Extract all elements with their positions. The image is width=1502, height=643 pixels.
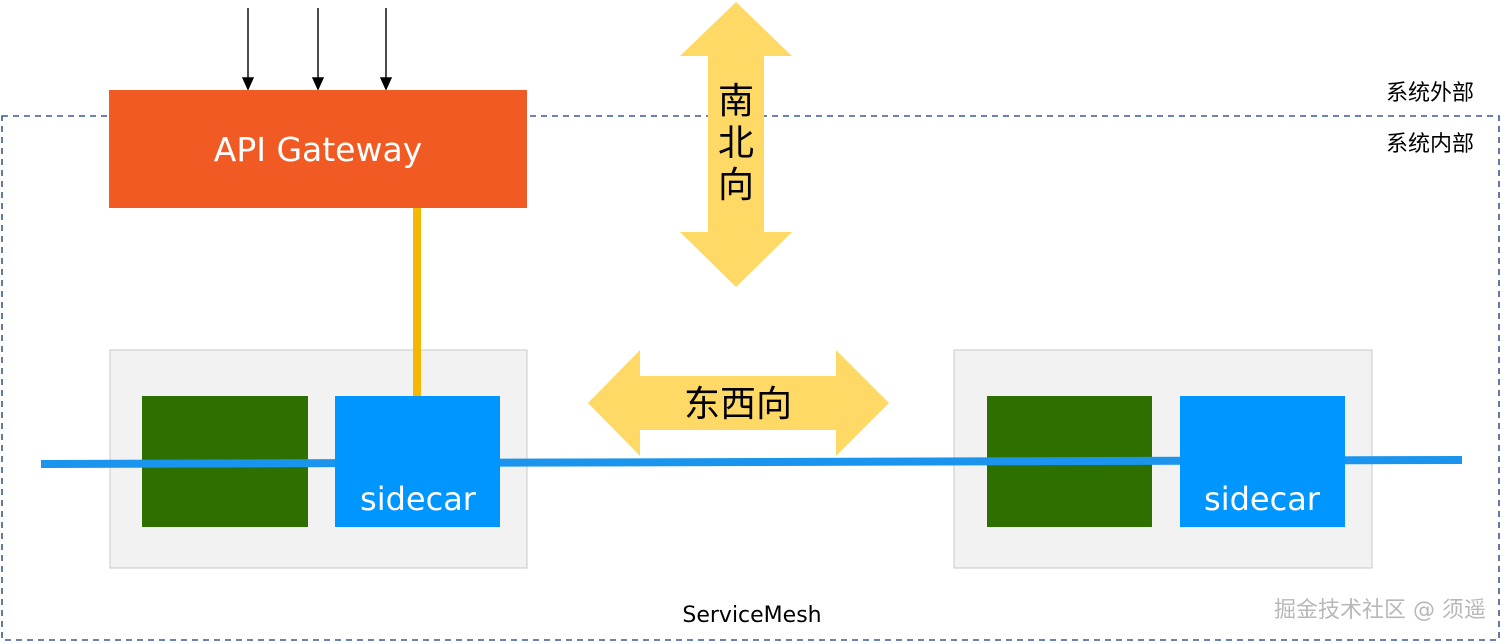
incoming-arrowhead-3 <box>379 77 393 91</box>
gateway-sidecar-link <box>413 206 421 398</box>
watermark: 掘金技术社区 @ 须遥 <box>1274 598 1486 623</box>
api-gateway-box <box>109 90 527 208</box>
north-south-label-2: 北 <box>718 123 754 164</box>
incoming-arrowhead-2 <box>311 77 325 91</box>
sidecar-2 <box>1180 396 1345 527</box>
sidecar-2-label: sidecar <box>1204 480 1321 518</box>
north-south-label-3: 向 <box>718 165 754 206</box>
north-south-arrow <box>680 2 792 287</box>
sidecar-1 <box>335 396 500 527</box>
incoming-request-arrows <box>241 8 393 91</box>
service-mesh-label: ServiceMesh <box>682 603 821 628</box>
east-west-arrow <box>588 350 889 456</box>
inside-zone-label: 系统内部 <box>1386 132 1474 157</box>
outside-zone-label: 系统外部 <box>1386 81 1474 106</box>
incoming-arrowhead-1 <box>241 77 255 91</box>
east-west-label: 东西向 <box>684 384 792 425</box>
api-gateway-label: API Gateway <box>214 130 422 169</box>
north-south-label-1: 南 <box>718 81 754 122</box>
sidecar-1-label: sidecar <box>360 480 477 518</box>
